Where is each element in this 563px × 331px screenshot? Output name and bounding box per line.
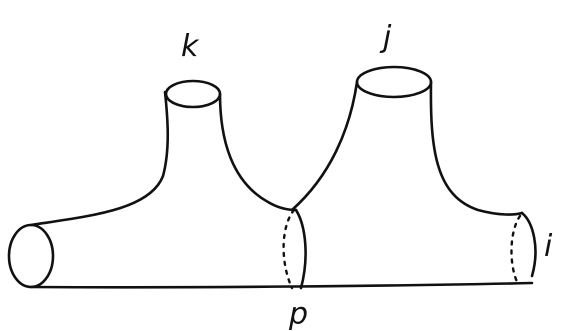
right-boundary-back xyxy=(510,214,522,286)
left-boundary-circle xyxy=(7,223,55,289)
decomposition-curve-back xyxy=(282,208,296,290)
label-p: p xyxy=(288,297,308,331)
label-i: i xyxy=(544,229,553,264)
right-tube-end xyxy=(520,211,537,278)
leg-k-right-edge xyxy=(218,92,298,212)
label-j: j xyxy=(379,20,392,55)
leg-j-right-edge xyxy=(429,80,524,216)
left-tube-top-edge xyxy=(29,90,170,227)
decomposition-curve-front xyxy=(294,208,307,290)
label-k: k xyxy=(181,29,200,64)
top-boundary-circle-k xyxy=(164,79,222,109)
surface-outline xyxy=(7,65,537,290)
bottom-edge xyxy=(29,281,534,289)
leg-j-left-edge xyxy=(290,80,359,212)
top-boundary-circle-j xyxy=(355,65,433,99)
